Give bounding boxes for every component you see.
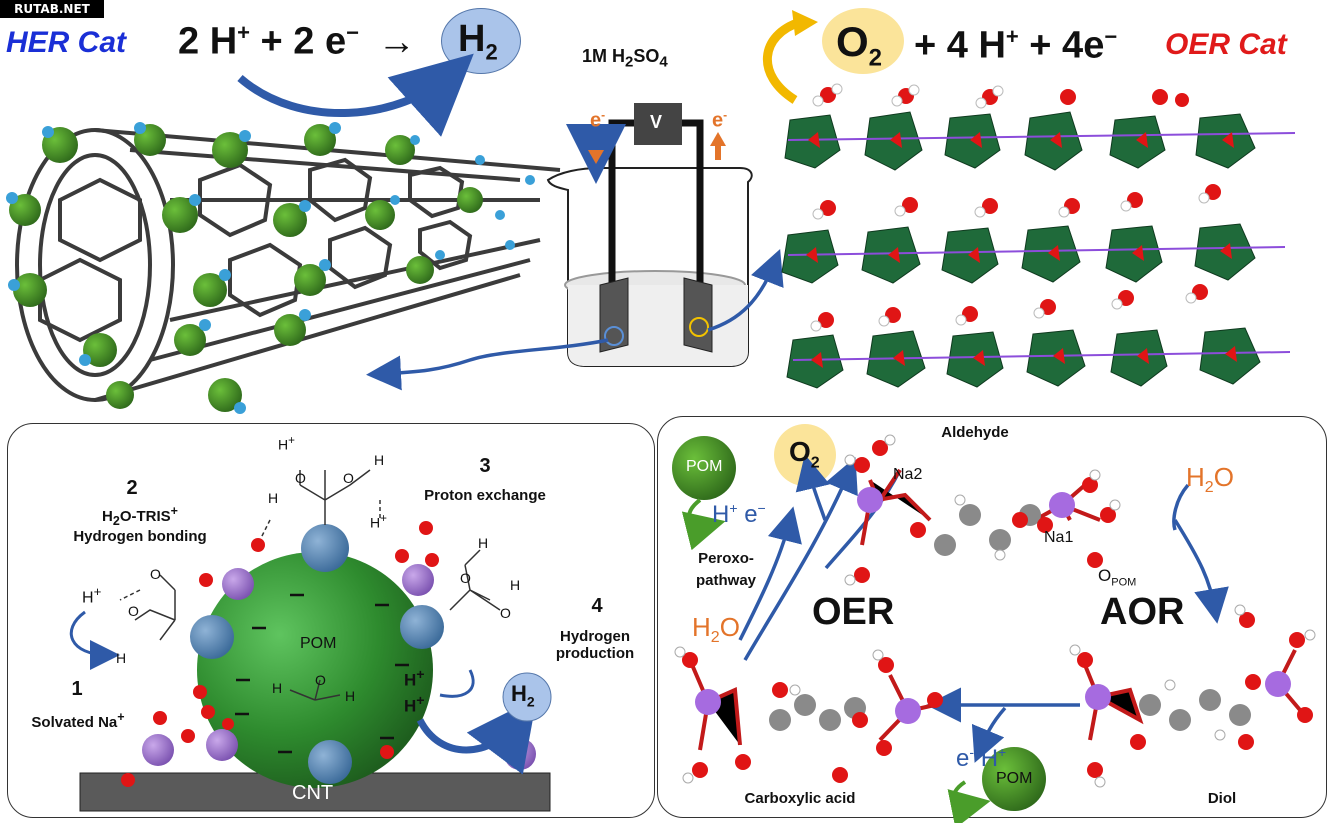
pom-top-label: POM <box>686 458 723 475</box>
step-1-text: Solvated Na+ <box>31 710 125 731</box>
h2-lower-label: H2 <box>511 681 535 710</box>
tris-right-o2: O <box>460 570 471 586</box>
green-loop-bottom <box>947 780 991 823</box>
protons-stack: H+H+ <box>404 667 425 716</box>
pom-charges <box>235 593 409 754</box>
electrode-left <box>599 277 629 353</box>
tris-right-h: H <box>478 535 489 551</box>
tris-left-o2: O <box>128 603 139 619</box>
oer-label: OER <box>812 591 895 633</box>
diol-label: Diol <box>1207 790 1237 807</box>
hydrogen-atoms <box>674 434 1316 788</box>
voltmeter-label: V <box>650 112 663 132</box>
step-3-text: Proton exchange <box>424 487 546 504</box>
step-4-number: 4 <box>591 595 603 617</box>
oer-cat-label: OER Cat <box>1165 28 1287 61</box>
tris-right-h2: H <box>510 577 521 593</box>
oer-yellow-arrow <box>763 17 802 104</box>
tris-left-o: O <box>150 566 161 582</box>
e-h-bottom-label: e- H+ <box>956 744 1007 772</box>
tris-bonds <box>119 469 501 701</box>
tris-core-h: H <box>272 680 283 696</box>
tris-h-3: H+ <box>370 512 387 531</box>
oer-equation: + 4 H+ + 4e− <box>914 24 1118 67</box>
proton-label: H+ <box>82 584 102 607</box>
tris-h-top: H+ <box>278 434 295 453</box>
cnt-label: CNT <box>292 782 334 804</box>
h-loop-arrow <box>439 669 475 698</box>
tris-right-o: O <box>500 605 511 621</box>
oxygen-atoms <box>682 440 1313 783</box>
h2-bubble-lower <box>502 672 552 722</box>
electrolyte-label: 1M H2SO4 <box>582 46 668 71</box>
voltmeter-box <box>634 103 682 145</box>
pom-bubble-bottom <box>982 747 1046 811</box>
h2o-left-label: H2O <box>692 612 740 647</box>
tris-o-2: O <box>343 470 354 486</box>
step-1-number: 1 <box>71 678 83 700</box>
na1-label: Na1 <box>1044 529 1074 546</box>
her-cat-label: HER Cat <box>6 26 127 59</box>
tris-h-4: H <box>268 490 279 506</box>
link-arrow-right <box>707 248 784 332</box>
nanotube-catalyst-spheres <box>9 124 483 412</box>
o2-product-label: O2 <box>836 18 883 72</box>
nanotube-blue-atoms <box>6 122 535 414</box>
o2-lower-label: O2 <box>789 436 820 472</box>
h-e-top-label: H+ e− <box>712 500 766 528</box>
tris-h-2: H <box>374 452 385 468</box>
step-2-number: 2 <box>126 477 138 499</box>
beaker <box>546 167 753 367</box>
h2-product-label: H2 <box>458 18 498 65</box>
na2-label: Na2 <box>893 466 923 483</box>
electron-right-label: e- <box>712 108 728 132</box>
tris-core-h2: H <box>345 688 356 704</box>
her-arrow <box>237 53 474 137</box>
proton-arrow <box>69 610 120 670</box>
pom-sphere <box>197 552 433 788</box>
pom-blue-nodes <box>190 524 444 784</box>
opom-label: OPOM <box>1098 566 1137 589</box>
her-equation: 2 H+ + 2 e− → <box>178 20 416 63</box>
electrode-wires <box>608 119 704 290</box>
pom-bubble-top <box>672 436 736 500</box>
aor-label: AOR <box>1100 591 1185 633</box>
pom-bottom-label: POM <box>996 770 1033 787</box>
carbon-atoms <box>769 504 1251 731</box>
carboxylic-label: Carboxylic acid <box>744 790 856 807</box>
tris-o-1: O <box>295 470 306 486</box>
tris-core-o: O <box>315 672 326 688</box>
lower-water <box>121 521 439 787</box>
water-molecules <box>810 83 1221 332</box>
watermark: RUTAB.NET <box>0 0 104 18</box>
oer-catalyst-layers <box>781 83 1296 389</box>
sodium-atoms <box>695 487 1291 724</box>
electrode-right <box>683 277 713 353</box>
h2o-right-label: H2O <box>1186 462 1234 497</box>
green-loop-top <box>681 498 726 551</box>
tris-left-h: H <box>116 650 127 666</box>
step-2-text: H2O-TRIS+ Hydrogen bonding <box>73 504 207 545</box>
h2-release-arrow <box>416 697 537 775</box>
peroxo-label: Peroxo-pathway <box>695 550 756 589</box>
link-arrow-left <box>366 338 609 391</box>
o2-product-bubble <box>822 8 904 74</box>
aldehyde-label: Aldehyde <box>941 424 1009 441</box>
pom-center-label: POM <box>300 635 337 652</box>
step-3-number: 3 <box>479 455 491 477</box>
electron-left-label: e- <box>590 108 606 132</box>
